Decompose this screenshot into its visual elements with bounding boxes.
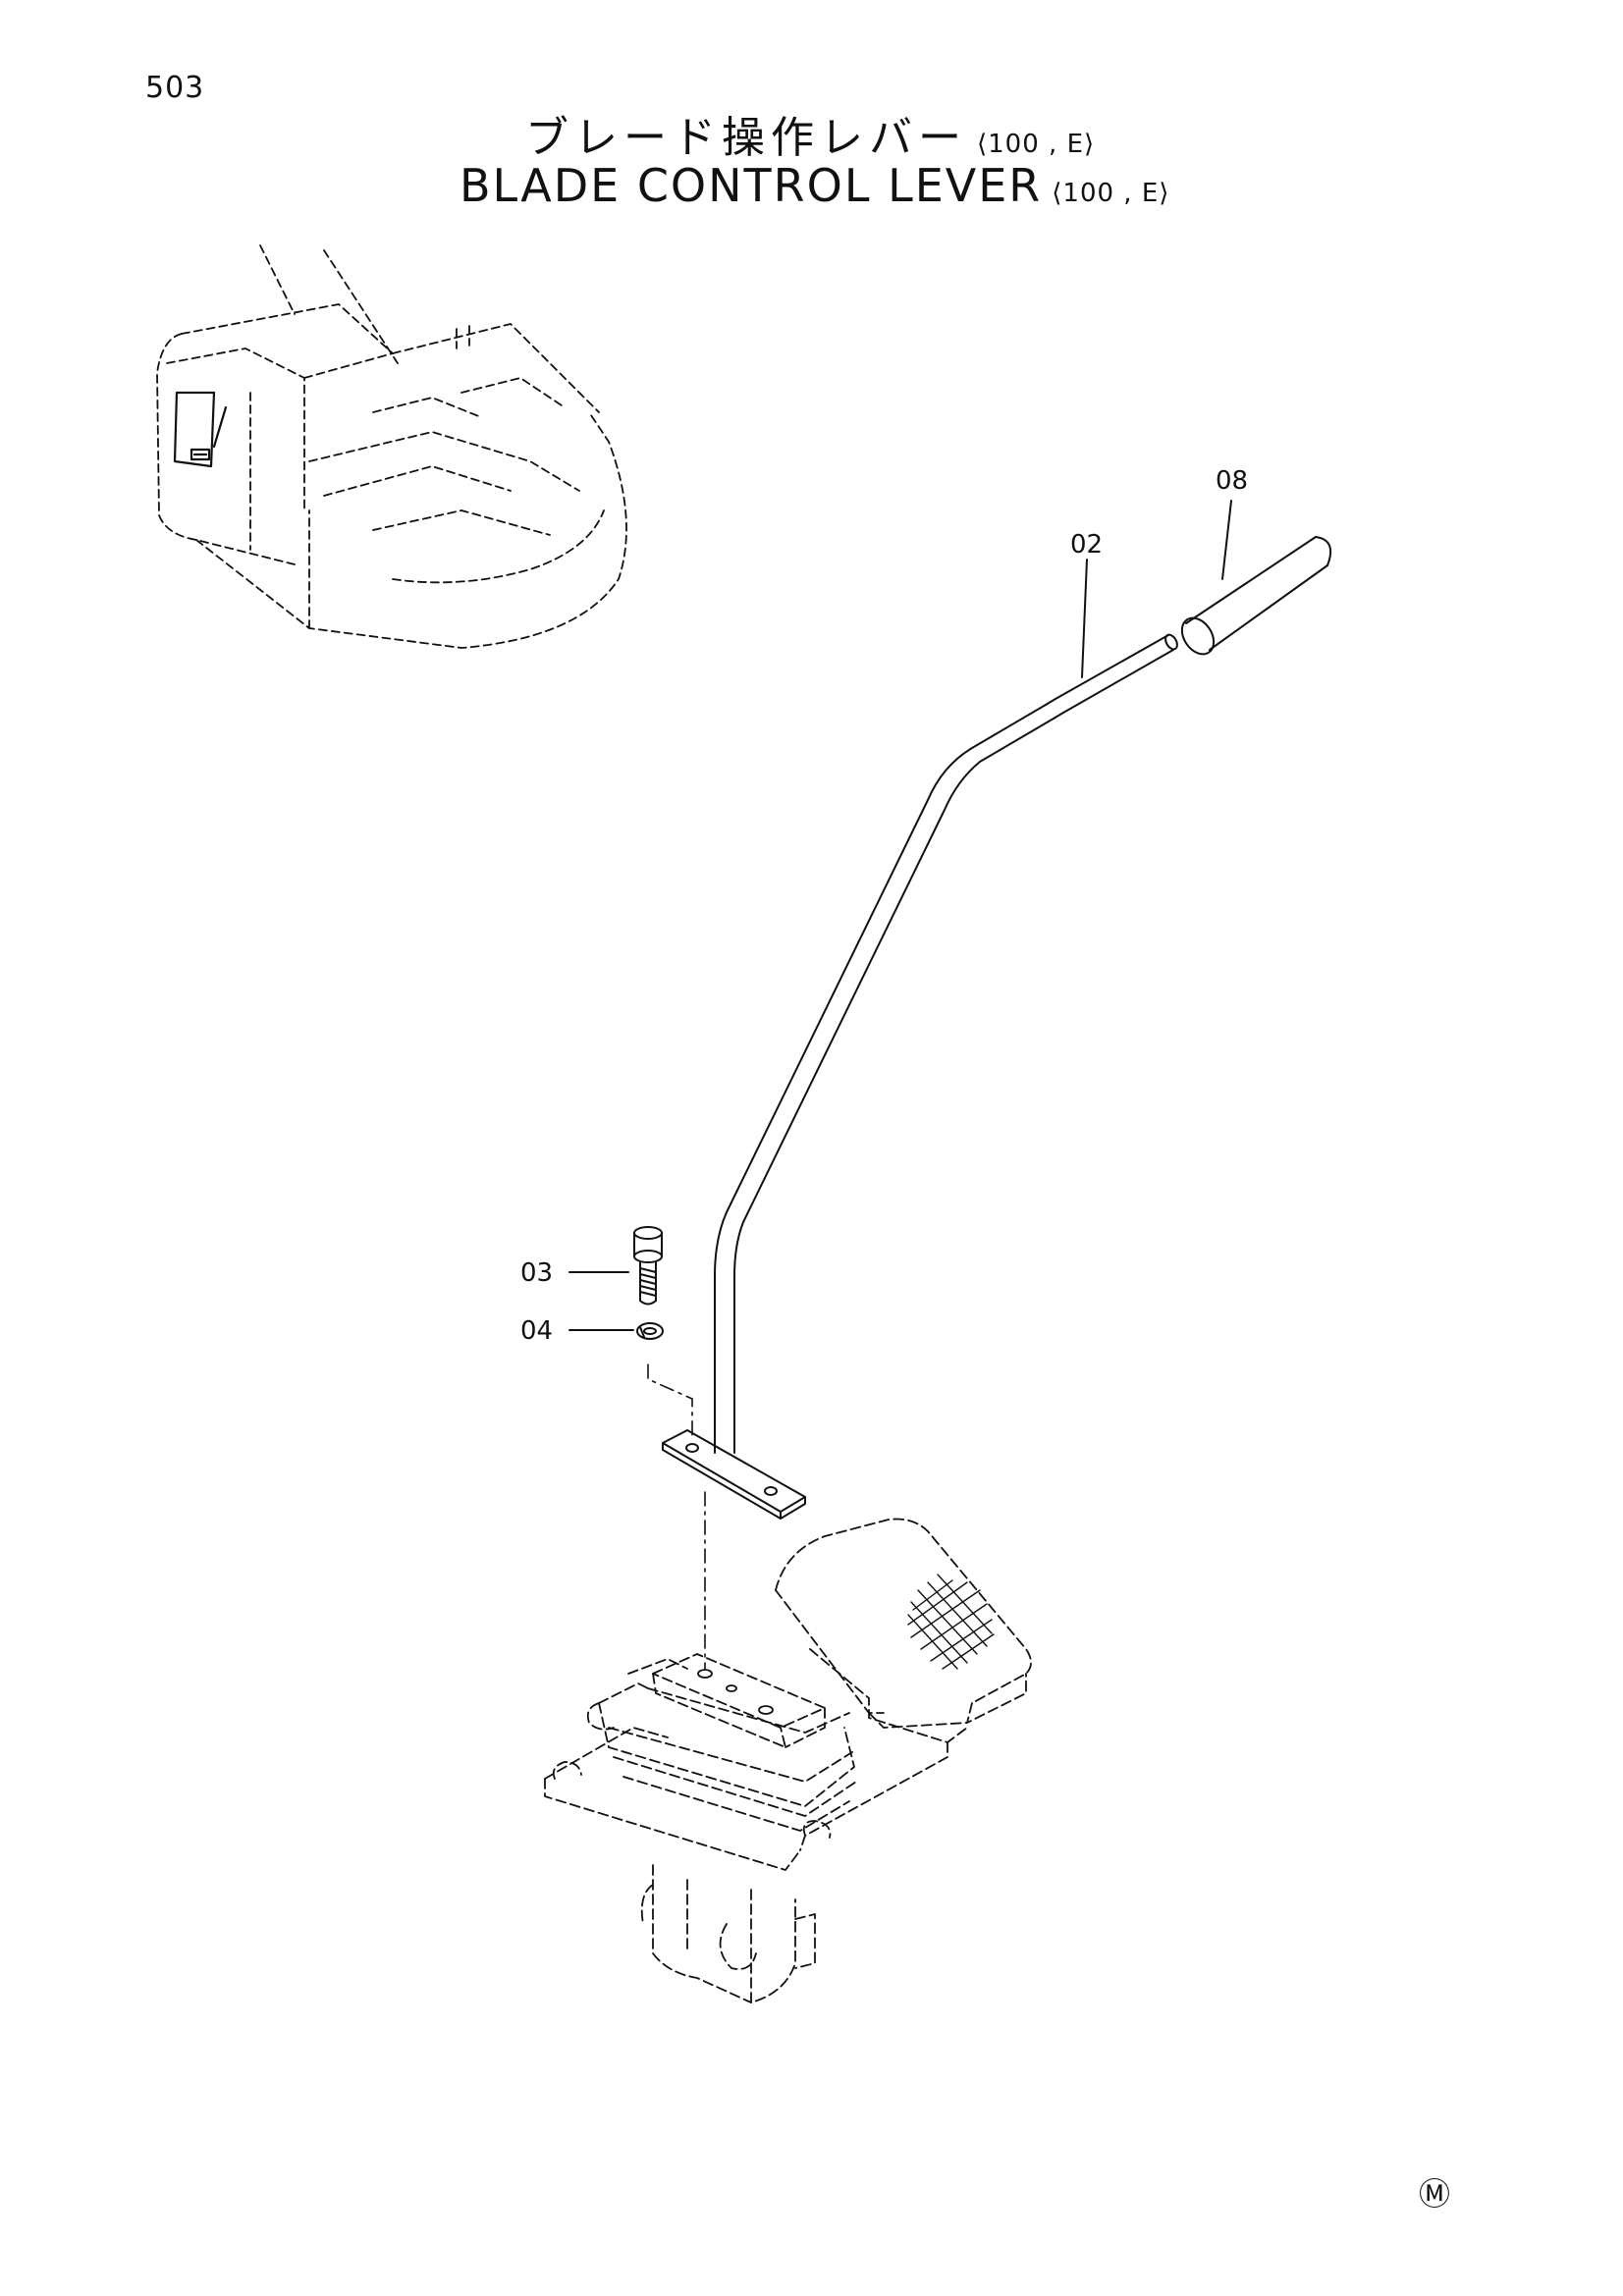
- part-02-lever-rod: [714, 633, 1178, 1454]
- part-label-04: 04: [520, 1316, 553, 1346]
- part-label-02: 02: [1070, 530, 1103, 560]
- machine-overview-illustration: [156, 244, 627, 649]
- valve-holes: [697, 1669, 774, 1715]
- title-japanese: ブレード操作レバー ⟨100 , E⟩: [525, 102, 1095, 165]
- manual-mark-symbol: Ⓜ: [1419, 2175, 1451, 2213]
- title-english: BLADE CONTROL LEVER ⟨100 , E⟩: [460, 159, 1169, 212]
- part-03-bolt: [633, 1226, 663, 1306]
- part-label-03: 03: [520, 1258, 553, 1288]
- title-japanese-text: ブレード操作レバー: [525, 113, 967, 163]
- pilot-valve-base-assembly: [544, 1518, 1032, 2003]
- title-english-variant: ⟨100 , E⟩: [1052, 179, 1170, 208]
- part-label-08: 08: [1216, 466, 1248, 496]
- part-08-grip: [1180, 536, 1331, 656]
- title-japanese-variant: ⟨100 , E⟩: [977, 130, 1096, 159]
- assembly-centerlines: [647, 1363, 706, 1670]
- part-leader-lines: [568, 500, 1232, 1331]
- page-number: 503: [145, 71, 205, 105]
- pedal-crosshatch: [907, 1574, 995, 1670]
- machine-overview-highlight: [173, 391, 228, 468]
- part-04-washer: [636, 1322, 664, 1340]
- title-english-text: BLADE CONTROL LEVER: [460, 159, 1043, 212]
- mounting-plate: [662, 1429, 806, 1520]
